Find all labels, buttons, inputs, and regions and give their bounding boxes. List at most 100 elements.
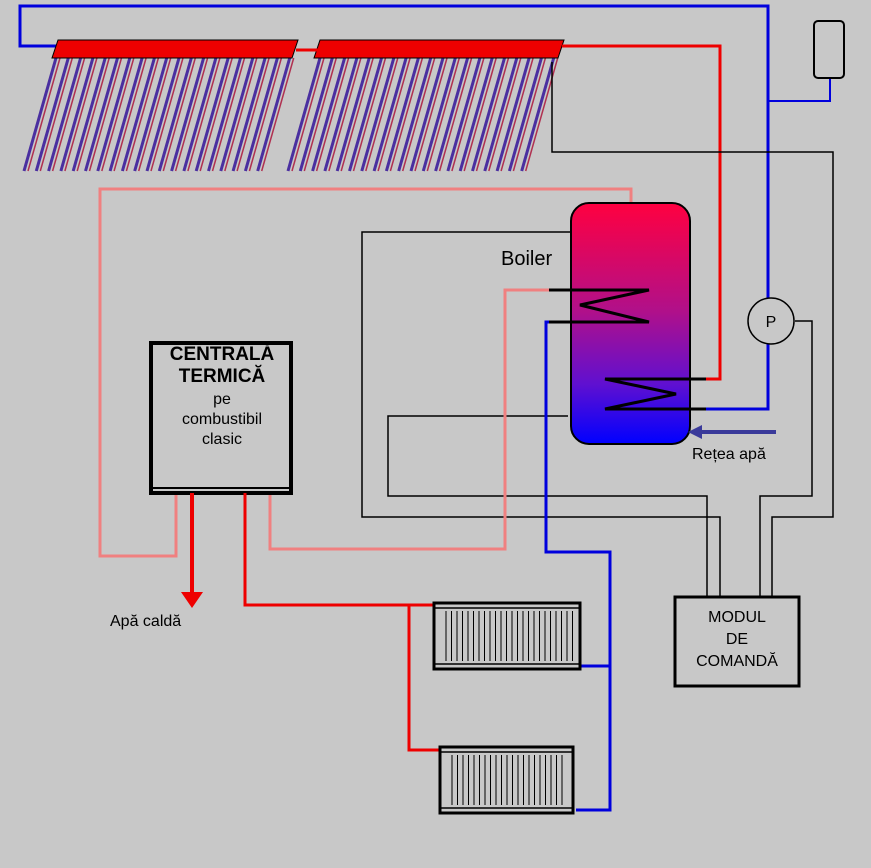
collector-tube: [256, 57, 292, 172]
collector-tube-highlight: [438, 57, 473, 172]
boiler-label: Boiler: [501, 248, 553, 270]
collector-tube-highlight: [88, 57, 123, 172]
collector-tube: [133, 57, 169, 172]
water-network-label: Rețea apă: [692, 446, 766, 463]
central-heating-title-1: CENTRALĂ: [169, 344, 275, 365]
pump-wire: [759, 320, 813, 597]
collector-tube-highlight: [150, 57, 184, 172]
collector-tube: [219, 57, 255, 172]
control-module: [673, 595, 801, 688]
central-heating-unit: [149, 341, 293, 495]
collector-tube-highlight: [125, 57, 160, 172]
collector-tube: [243, 57, 279, 172]
sensor-wire-boiler-top: [361, 231, 721, 597]
upper-coil: [549, 288, 650, 324]
collector-tube: [471, 57, 506, 172]
collector-tube: [182, 57, 218, 172]
collector-tube-highlight: [365, 57, 399, 172]
collector-hot-pipe: [562, 44, 722, 381]
collector-tube: [434, 57, 470, 172]
radiator-hot-pipe: [243, 493, 434, 607]
collector-tube: [298, 57, 334, 172]
collector-tube-highlight: [389, 57, 424, 172]
collector-tube-highlight: [352, 57, 387, 172]
radiator-supply-from-coil: [544, 320, 612, 812]
collector-tube-highlight: [199, 57, 233, 172]
collector-tube-highlight: [488, 57, 522, 172]
collector-tube-highlight: [328, 57, 362, 172]
collector-tube: [520, 57, 556, 172]
sensor-wire-boiler-bottom: [387, 415, 708, 597]
central-heating-title-2: TERMICĂ: [178, 366, 266, 387]
collector-tube-highlight: [187, 57, 221, 172]
control-module-line-3: COMANDĂ: [696, 653, 778, 670]
collector-tube: [34, 57, 70, 172]
collector-tube: [323, 57, 359, 172]
collector-tube: [348, 57, 383, 172]
central-heating-label: CENTRALĂ TERMICĂ pe combustibil clasic: [153, 344, 291, 450]
collector-tube: [71, 57, 107, 172]
collector-tube-highlight: [401, 57, 436, 172]
collector-tube: [507, 57, 543, 172]
collector-tube: [84, 57, 119, 172]
collector-tube: [311, 57, 347, 172]
collector-tube: [170, 57, 206, 172]
collector-return-pipe: [706, 345, 770, 411]
collector-tube-highlight: [248, 57, 283, 172]
collector-tube-highlight: [340, 57, 374, 172]
collector-header-2: [313, 39, 565, 59]
collector-tube-highlight: [303, 57, 338, 172]
upper-coil-return-pipe: [268, 288, 549, 551]
network-inlet-arrowhead: [688, 425, 702, 439]
control-module-line-2: DE: [725, 631, 749, 648]
collector-tube: [397, 57, 433, 172]
hot-water-label: Apă caldă: [110, 613, 182, 630]
radiator-hot-branch: [407, 605, 440, 752]
collector-tube: [145, 57, 181, 172]
collector-tube: [286, 57, 322, 172]
collector-tube: [231, 57, 267, 172]
solar-collector-2: [286, 57, 559, 172]
central-heating-sub-1: pe: [213, 391, 231, 408]
collector-tube: [96, 57, 132, 172]
collector-tube: [360, 57, 396, 172]
collector-tube: [120, 57, 156, 172]
collector-tube-highlight: [211, 57, 246, 172]
pump-label: P: [766, 314, 777, 331]
radiator-2: [438, 745, 575, 815]
collector-tube-highlight: [512, 57, 547, 172]
expansion-tank-pipe: [768, 78, 831, 102]
collector-tube-highlight: [377, 57, 411, 172]
collector-tube: [384, 57, 420, 172]
collector-tube-highlight: [426, 57, 461, 172]
collector-header-1: [51, 39, 299, 59]
lower-coil: [604, 377, 706, 411]
collector-tube-highlight: [500, 57, 534, 172]
collector-tube-highlight: [463, 57, 497, 172]
sensor-wire-collector: [551, 62, 834, 597]
boiler-return-pipe: [98, 187, 633, 558]
collector-tube-highlight: [291, 57, 325, 172]
collector-tube: [372, 57, 408, 172]
collector-tube-highlight: [162, 57, 197, 172]
collector-tube: [409, 57, 445, 172]
collector-cold-pipe: [18, 4, 770, 407]
collector-tube: [458, 57, 494, 172]
collector-tube-highlight: [315, 57, 350, 172]
circulation-pump: [747, 297, 795, 345]
collector-tube: [446, 57, 482, 172]
control-module-label: MODUL DE COMANDĂ: [676, 607, 798, 673]
collector-tube-highlight: [51, 57, 86, 172]
collector-tube-highlight: [27, 57, 61, 172]
collector-tube: [495, 57, 531, 172]
collector-tube-highlight: [64, 57, 98, 172]
collector-tube-highlight: [101, 57, 135, 172]
collector-tube-highlight: [76, 57, 110, 172]
collector-tube-highlight: [113, 57, 147, 172]
collector-tube: [207, 57, 242, 172]
collector-tube: [483, 57, 519, 172]
collector-tube: [335, 57, 371, 172]
central-heating-sub-3: clasic: [201, 431, 242, 448]
